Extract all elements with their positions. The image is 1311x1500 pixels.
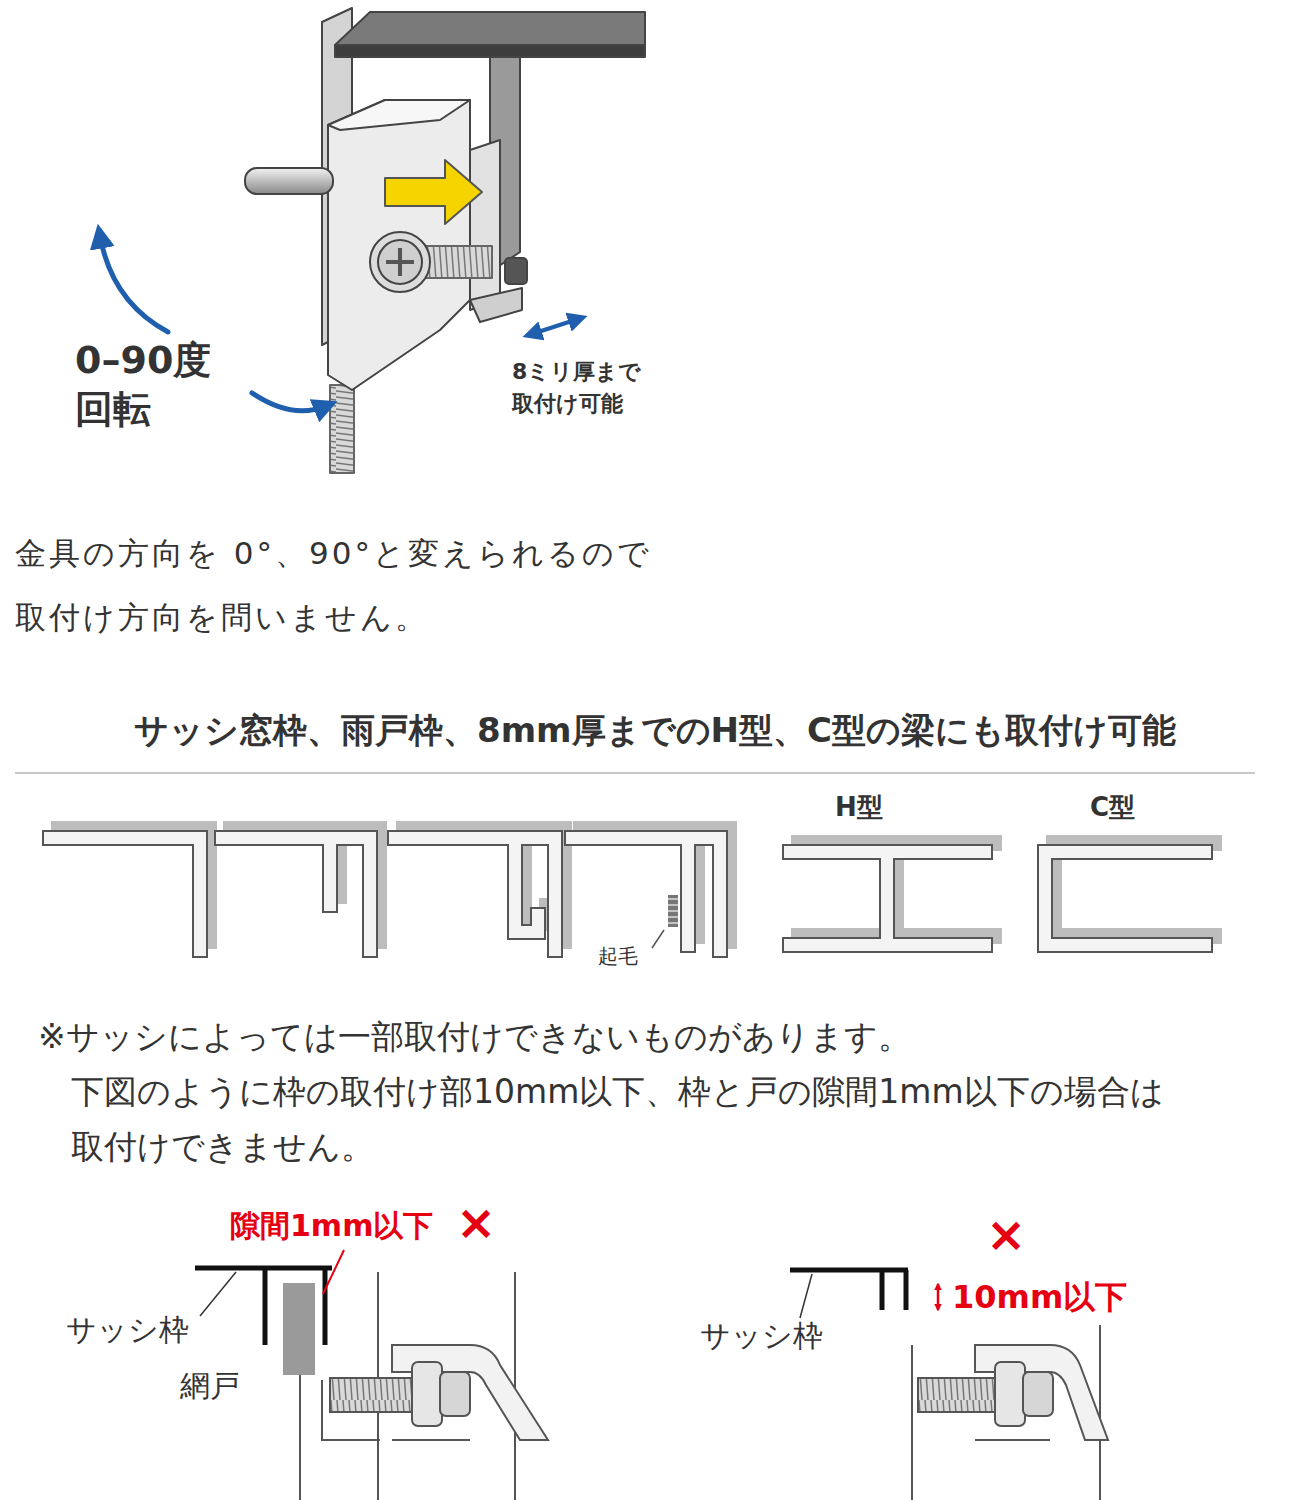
dimension-label-text: 10mm以下 [952,1278,1127,1316]
section-heading-text: サッシ窓枠、雨戸枠、8mm厚までのH型、C型の梁にも取付け可能 [134,710,1176,750]
separator-line [15,772,1255,774]
gap-warning: 隙間1mm以下 [230,1208,470,1244]
ng-mark: × [986,1208,1046,1261]
ng-mark: × [456,1196,516,1249]
part-label: 起毛 [598,944,668,968]
part-label-text: サッシ枠 [66,1312,189,1347]
note-text: ※サッシによっては一部取付けできないものがあります。 下図のように枠の取付け部1… [38,1010,1296,1174]
part-label: サッシ枠 [700,1318,830,1354]
rotation-label: 0–90度 回転 [75,336,265,435]
part-label: サッシ枠 [66,1312,196,1348]
profile-label-text: C型 [1090,792,1135,822]
thickness-label-text: 8ミリ厚まで 取付け可能 [512,359,641,416]
frame-profiles [50,829,1214,950]
clamp-drawing [245,8,645,473]
thickness-label: 8ミリ厚まで 取付け可能 [512,356,687,420]
section-heading: サッシ窓枠、雨戸枠、8mm厚までのH型、C型の梁にも取付け可能 [30,708,1280,752]
ng-mark-text: × [986,1206,1026,1262]
brush-seal [652,895,678,948]
ng-mark-text: × [456,1194,496,1250]
part-label: 網戸 [180,1368,270,1404]
dimension-label: 10mm以下 [952,1278,1152,1316]
gap-warning-text: 隙間1mm以下 [230,1208,433,1243]
description-text: 金具の方向を 0°、90°と変えられるので 取付け方向を問いません。 [15,522,835,649]
profile-label-text: H型 [835,792,883,822]
part-label-text: 網戸 [180,1368,240,1403]
profile-label: C型 [1090,792,1170,823]
profile-label: H型 [835,792,915,823]
gap-figure [195,1250,548,1500]
rotation-label-text: 0–90度 回転 [75,338,211,431]
part-label-text: 起毛 [598,944,638,968]
note-text-text: ※サッシによっては一部取付けできないものがあります。 下図のように枠の取付け部1… [38,1017,1164,1166]
description-text-text: 金具の方向を 0°、90°と変えられるので 取付け方向を問いません。 [15,535,652,635]
part-label-text: サッシ枠 [700,1318,823,1353]
rotation-arrows [100,236,578,411]
